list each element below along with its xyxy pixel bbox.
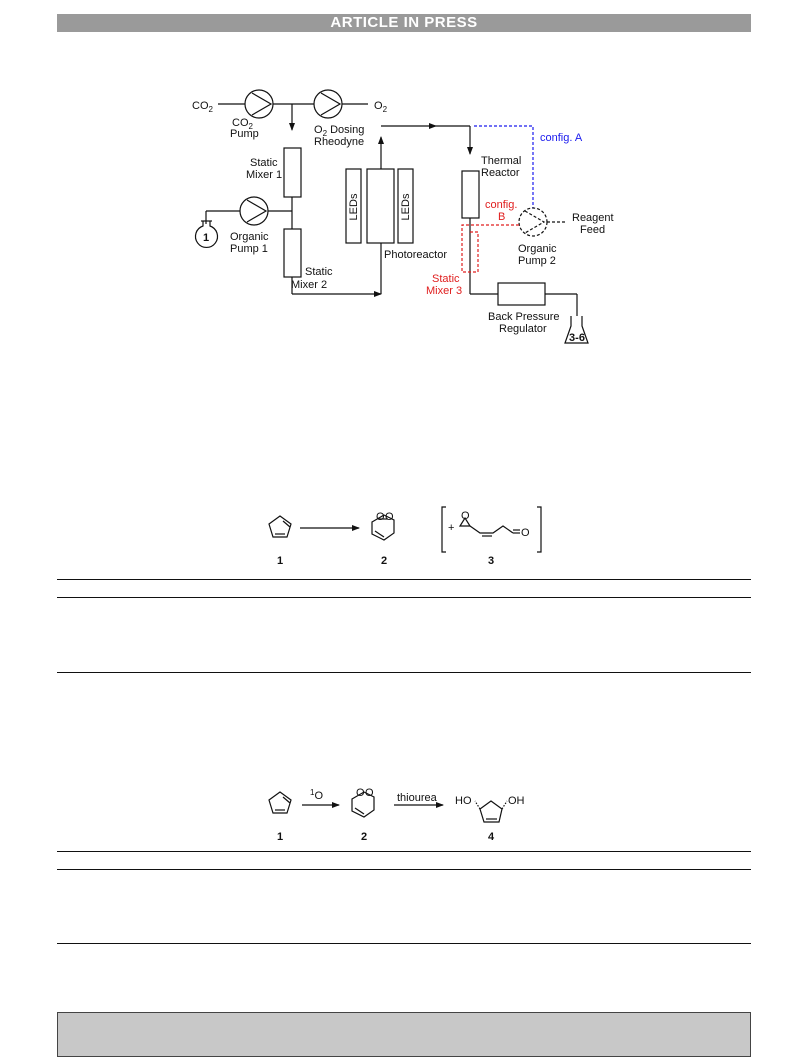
thermal-reactor-label-2: Reactor bbox=[481, 167, 520, 179]
co2-pump-symbol bbox=[251, 92, 273, 116]
compound-label-1: 1 bbox=[277, 555, 283, 567]
static-mixer-2-label-2: Mixer 2 bbox=[291, 279, 327, 291]
collection-flask bbox=[564, 316, 589, 344]
plus-sign: + bbox=[448, 522, 454, 534]
organic-pump-1-symbol bbox=[246, 199, 268, 223]
scheme-2-label-1: 1 bbox=[277, 831, 283, 843]
co2-label: CO2 bbox=[192, 100, 214, 114]
leds-right bbox=[397, 168, 414, 244]
scheme-1 bbox=[268, 506, 542, 553]
organic-pump-2 bbox=[518, 207, 548, 237]
o2-dosing-label-2: Rheodyne bbox=[314, 136, 364, 148]
organic-pump-2-symbol bbox=[524, 210, 546, 234]
compound-label-2: 2 bbox=[381, 555, 387, 567]
article-in-press-banner: ARTICLE IN PRESS bbox=[57, 14, 751, 32]
endoperoxide-o-1: O bbox=[376, 511, 385, 523]
leds-right-label: LEDs bbox=[400, 193, 412, 220]
endoperoxide-o-2: O bbox=[385, 511, 394, 523]
table-1-bottom-rule bbox=[57, 672, 751, 673]
epoxide-ring bbox=[458, 516, 472, 527]
reagent-feed-label-2: Feed bbox=[580, 224, 605, 236]
static-mixer-1-label-2: Mixer 1 bbox=[246, 169, 282, 181]
scheme-2-label-2: 2 bbox=[361, 831, 367, 843]
scheme-2 bbox=[268, 791, 508, 823]
config-b-label-1: config. bbox=[485, 199, 517, 211]
double-bond-a bbox=[282, 520, 291, 528]
diol-4-ring bbox=[479, 800, 503, 823]
footer-box bbox=[57, 1012, 751, 1057]
flask-compound-label: 1 bbox=[203, 232, 209, 244]
endoperoxide-b-o-2: O bbox=[365, 787, 374, 799]
endoperoxide-b-o-1: O bbox=[356, 787, 365, 799]
organic-pump-2-label-1: Organic bbox=[518, 243, 557, 255]
scheme-1-labels: O O O + O 1 2 3 bbox=[277, 510, 530, 567]
o2-label: O2 bbox=[374, 100, 388, 114]
config-a-label: config. A bbox=[540, 132, 583, 144]
thiourea-reagent: thiourea bbox=[397, 792, 438, 804]
organic-pump-1-label-1: Organic bbox=[230, 231, 269, 243]
co2-pump-label-2: Pump bbox=[230, 128, 259, 140]
leds-left bbox=[345, 168, 362, 244]
product-label: 3-6 bbox=[569, 332, 585, 344]
photoreactor-body bbox=[366, 168, 395, 244]
bracket-right bbox=[537, 506, 542, 553]
table-1-top-rule bbox=[57, 579, 751, 580]
config-b-label-2: B bbox=[498, 211, 505, 223]
organic-pump-1-label-2: Pump 1 bbox=[230, 243, 268, 255]
double-bond-c bbox=[282, 796, 291, 804]
table-1-header-rule bbox=[57, 597, 751, 598]
endoperoxide-2b-db bbox=[354, 807, 365, 815]
photoreactor-label: Photoreactor bbox=[384, 249, 447, 261]
aldehyde-o: O bbox=[521, 527, 530, 539]
co2-pump bbox=[244, 89, 274, 119]
table-2-top-rule bbox=[57, 851, 751, 852]
cyclopentadiene-1b bbox=[268, 791, 292, 814]
singlet-oxygen-reagent: 1O bbox=[310, 788, 323, 802]
organic-pump-2-label-2: Pump 2 bbox=[518, 255, 556, 267]
o2-dosing-rheodyne bbox=[313, 89, 343, 119]
flow-diagram bbox=[194, 89, 589, 344]
bpr-label-1: Back Pressure bbox=[488, 311, 560, 323]
organic-pump-1 bbox=[239, 196, 269, 226]
endoperoxide-2-db bbox=[374, 530, 385, 538]
endoperoxide-2b-ring bbox=[351, 791, 375, 818]
enal-chain bbox=[469, 525, 514, 534]
diol-ho-bond bbox=[474, 800, 481, 810]
bpr-label-2: Regulator bbox=[499, 323, 547, 335]
flow-diagram-labels: CO2 CO2 Pump O2 O2 Dosing Rheodyne Stati… bbox=[192, 100, 614, 344]
co2-pump-label-1: CO2 bbox=[232, 117, 254, 131]
reagent-feed-label-1: Reagent bbox=[572, 212, 614, 224]
cyclopentadiene-1 bbox=[268, 515, 292, 538]
bracket-left bbox=[441, 506, 446, 553]
static-mixer-3-label-2: Mixer 3 bbox=[426, 285, 462, 297]
table-2-bottom-rule bbox=[57, 943, 751, 944]
config-a-line bbox=[474, 125, 534, 211]
static-mixer-2 bbox=[283, 228, 302, 278]
thermal-reactor bbox=[461, 170, 480, 219]
config-b-line bbox=[461, 224, 519, 273]
epoxide-o: O bbox=[461, 510, 470, 522]
thermal-reactor-label-1: Thermal bbox=[481, 155, 521, 167]
scheme-2-label-4: 4 bbox=[488, 831, 495, 843]
leds-left-label: LEDs bbox=[348, 193, 360, 220]
compound-label-3: 3 bbox=[488, 555, 494, 567]
diol-oh-bond bbox=[501, 800, 508, 810]
oh-label: OH bbox=[508, 795, 525, 807]
o2-valve-symbol bbox=[320, 92, 342, 116]
back-pressure-regulator bbox=[497, 282, 546, 306]
scheme-2-labels: O O 1O thiourea HO OH 1 2 4 bbox=[277, 787, 525, 843]
o2-dosing-label-1: O2 Dosing bbox=[314, 124, 364, 138]
table-2-header-rule bbox=[57, 869, 751, 870]
ho-label: HO bbox=[455, 795, 472, 807]
endoperoxide-2-ring bbox=[371, 514, 395, 541]
static-mixer-1 bbox=[283, 147, 302, 198]
static-mixer-1-label-1: Static bbox=[250, 157, 278, 169]
round-bottom-flask bbox=[194, 221, 219, 248]
static-mixer-2-label-1: Static bbox=[305, 266, 333, 278]
static-mixer-3-label-1: Static bbox=[432, 273, 460, 285]
